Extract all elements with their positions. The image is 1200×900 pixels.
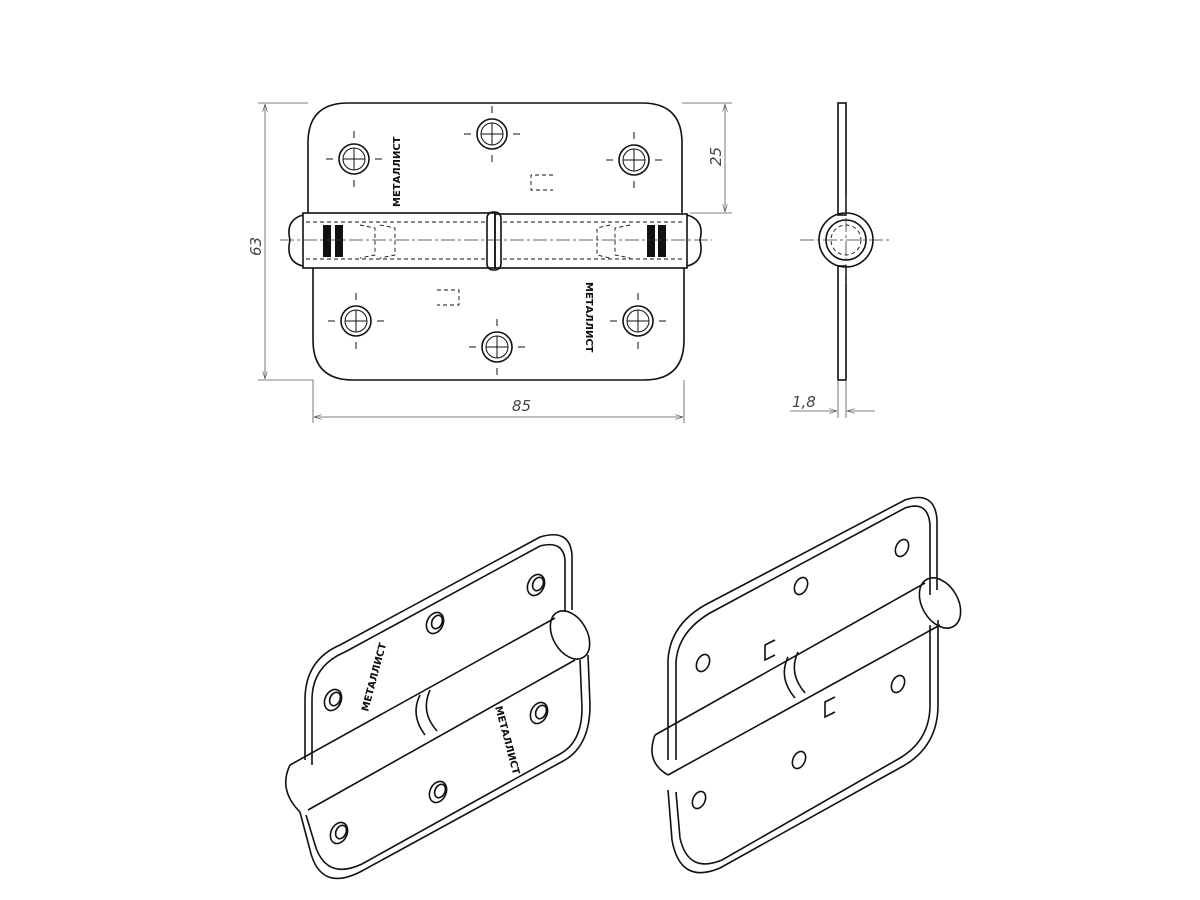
screw-hole-icon: [463, 105, 521, 163]
logo-text: МЕТАЛЛИСТ: [360, 642, 389, 713]
logo-text: МЕТАЛЛИСТ: [392, 136, 403, 207]
isometric-view-right: [651, 496, 962, 874]
screw-hole-icon: [609, 292, 667, 350]
top-plate: [307, 102, 683, 213]
screw-hole-icon: [325, 130, 383, 188]
dimension-plate-height: 25: [707, 147, 725, 166]
isometric-view-left: МЕТАЛЛИСТ МЕТАЛЛИСТ: [284, 533, 591, 880]
dimension-thickness: 1,8: [792, 393, 816, 411]
slot: [764, 639, 776, 662]
dimension-width: 85: [512, 397, 531, 415]
logo-text: МЕТАЛЛИСТ: [583, 282, 594, 353]
logo-text: МЕТАЛЛИСТ: [492, 705, 521, 776]
side-view: 1,8: [790, 102, 892, 418]
slot: [437, 289, 460, 306]
slot: [530, 174, 553, 191]
screw-hole-icon: [605, 131, 663, 189]
slot: [824, 696, 836, 719]
dimension-height: 63: [247, 237, 265, 256]
screw-hole-icon: [468, 318, 526, 376]
bottom-plate: [312, 268, 685, 381]
dimensions: 63 25 85: [247, 102, 732, 423]
front-view: МЕТАЛЛИСТ МЕТАЛЛИСТ: [280, 102, 712, 381]
barrel: [280, 211, 712, 271]
screw-hole-icon: [327, 292, 385, 350]
